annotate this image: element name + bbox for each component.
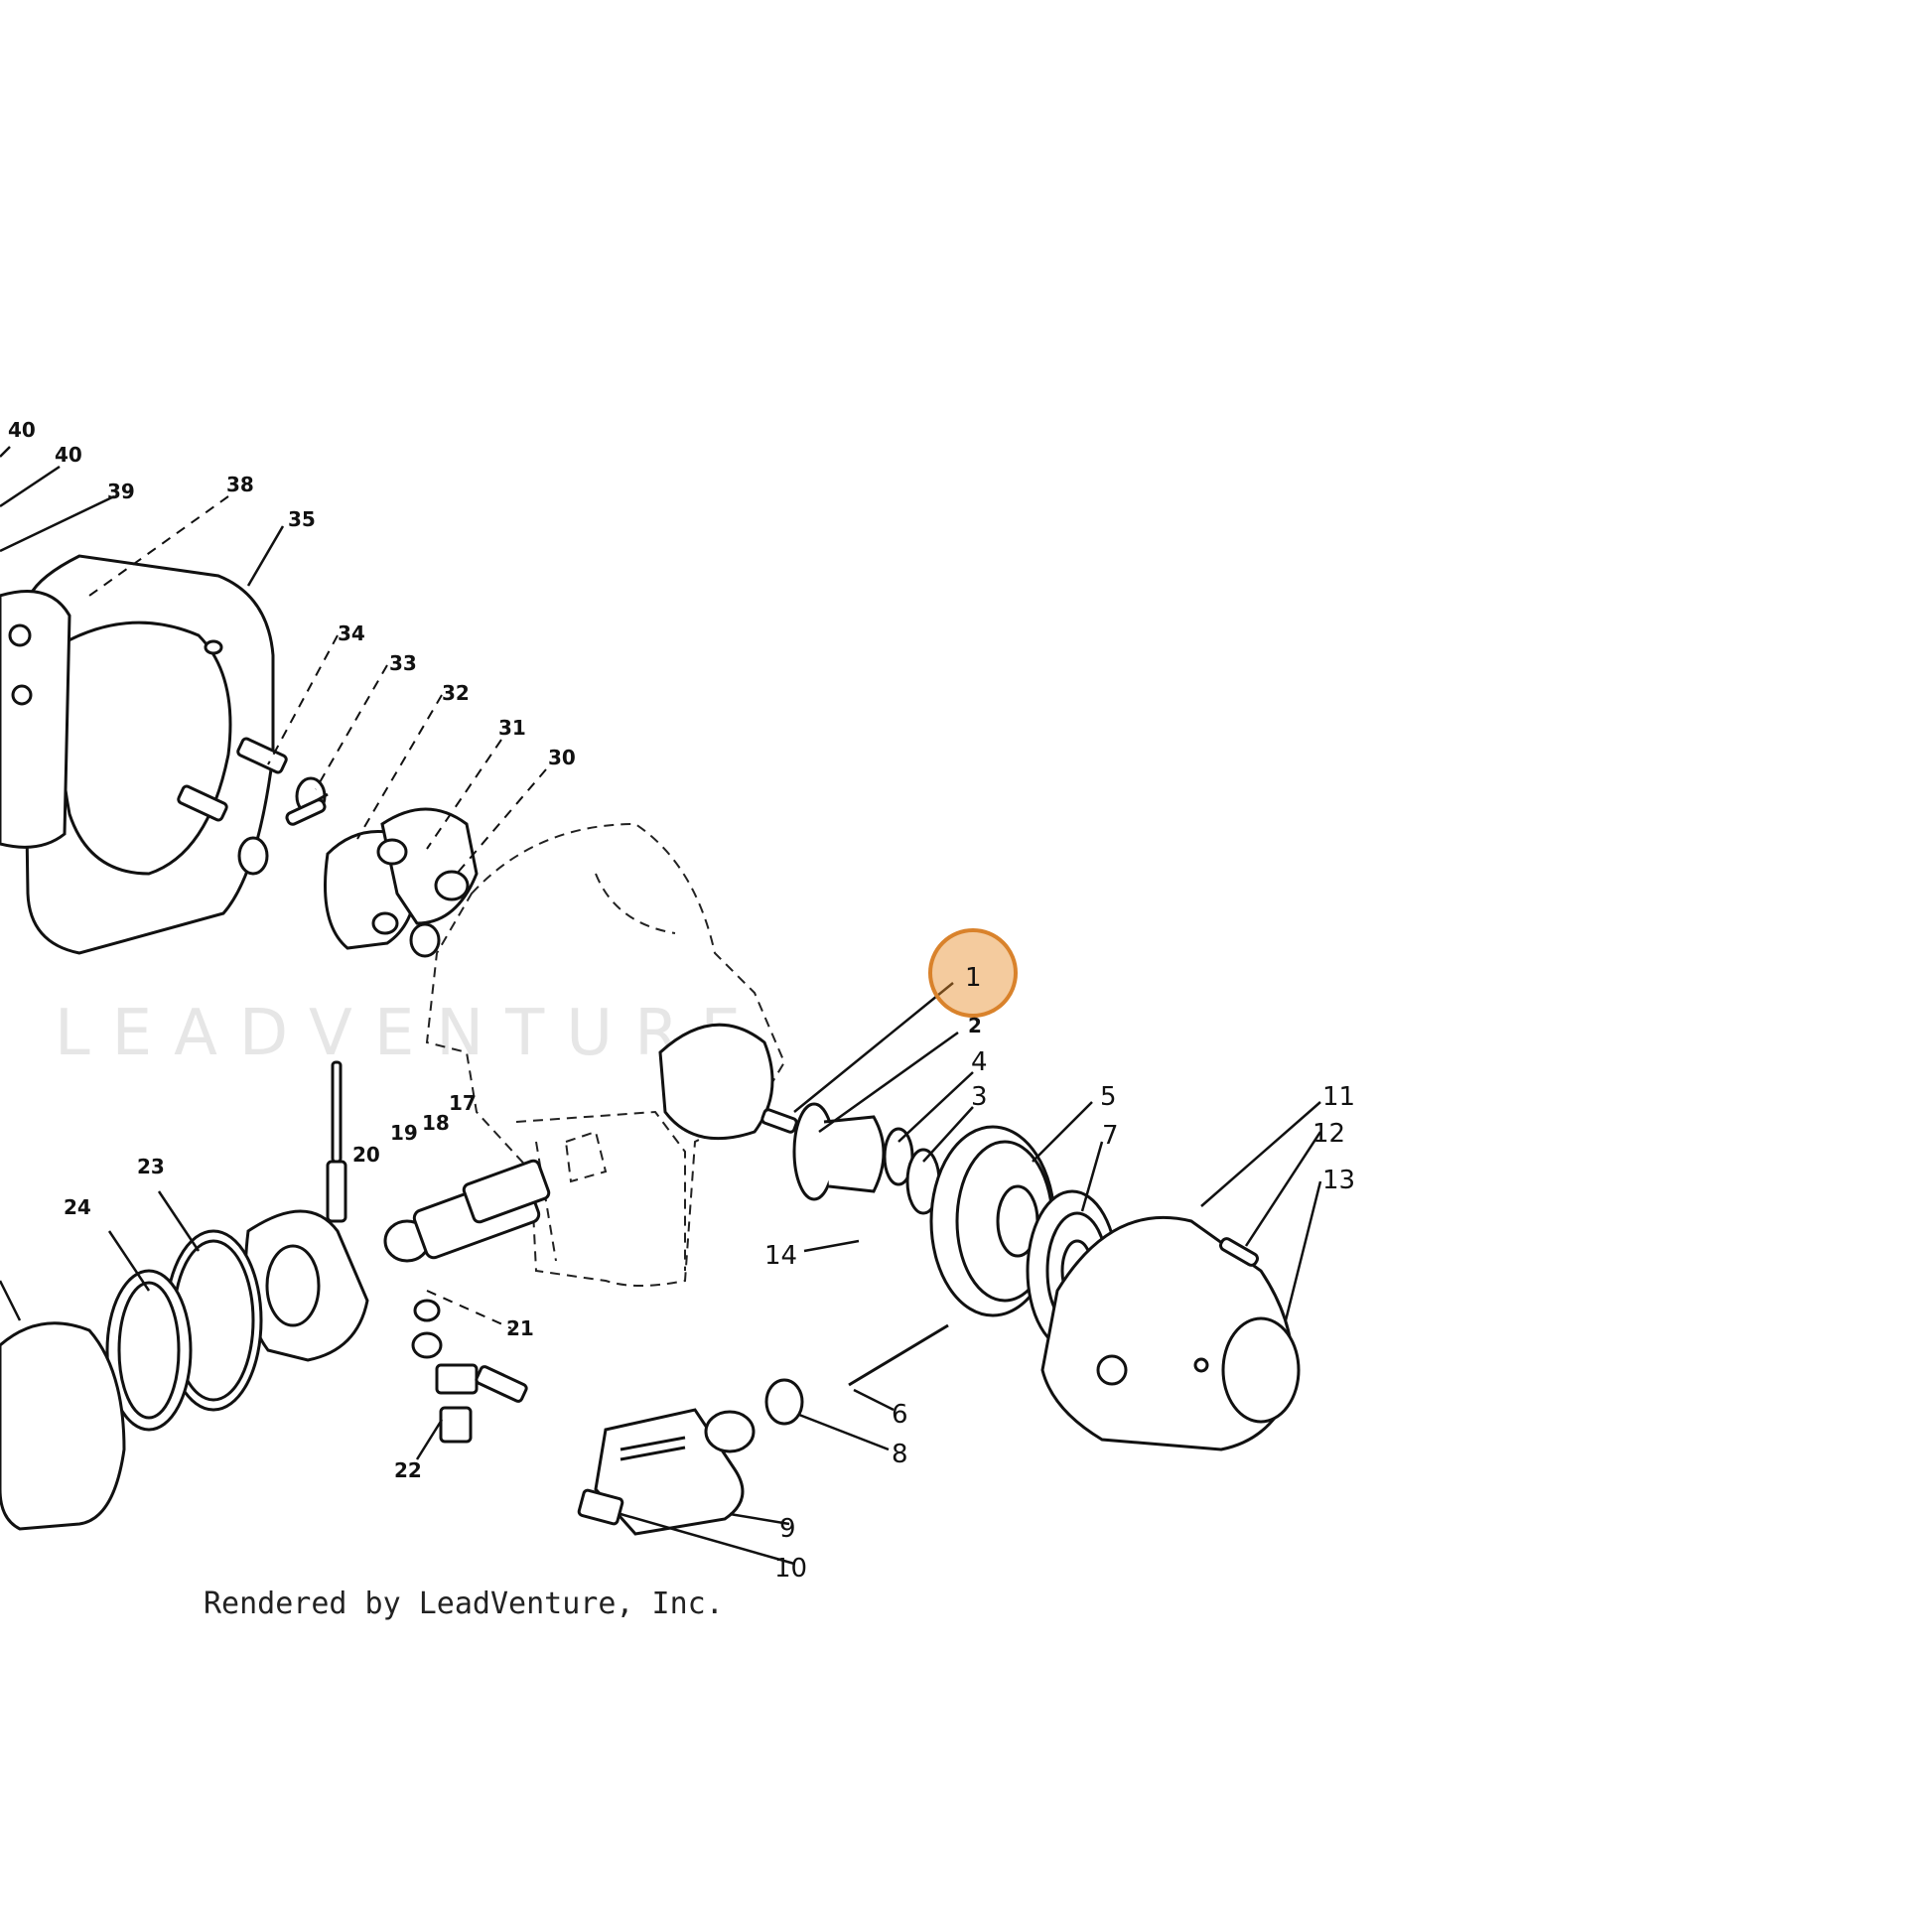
- callout-31[interactable]: 31: [498, 716, 526, 740]
- callout-10[interactable]: 10: [774, 1554, 807, 1584]
- callout-33[interactable]: 33: [389, 651, 417, 675]
- ratchet-4-3: [883, 1127, 941, 1215]
- rope-6: [848, 1323, 949, 1387]
- callout-35[interactable]: 35: [288, 507, 316, 531]
- callout-22[interactable]: 22: [394, 1458, 422, 1482]
- callout-5[interactable]: 5: [1100, 1082, 1117, 1112]
- callout-32[interactable]: 32: [442, 681, 470, 705]
- highlight-circle[interactable]: [928, 928, 1018, 1018]
- callout-9[interactable]: 9: [779, 1514, 796, 1544]
- callout-1[interactable]: 1: [965, 963, 982, 993]
- carburetor: [244, 1060, 369, 1362]
- callout-18[interactable]: 18: [422, 1111, 450, 1135]
- air-filter-element-24: [105, 1269, 193, 1432]
- credit-text: Rendered by LeadVenture, Inc.: [204, 1587, 724, 1621]
- callout-39[interactable]: 39: [107, 480, 135, 503]
- watermark: LEADVENTURE: [55, 997, 762, 1070]
- callout-3[interactable]: 3: [971, 1082, 988, 1112]
- insulator-20-19-18: [383, 1159, 551, 1263]
- bolt-34: [177, 737, 288, 822]
- callout-12[interactable]: 12: [1312, 1119, 1345, 1149]
- callout-30[interactable]: 30: [548, 746, 576, 769]
- starter-handle-9: [594, 1408, 756, 1536]
- callout-13[interactable]: 13: [1322, 1166, 1355, 1195]
- callout-4[interactable]: 4: [971, 1047, 988, 1077]
- callout-21[interactable]: 21: [506, 1316, 534, 1340]
- air-filter-cover: [0, 1321, 126, 1531]
- callouts: 40 40 39 38 35 34 33 32 31 30 1 2 4 3 5 …: [8, 418, 1355, 1584]
- callout-8[interactable]: 8: [892, 1440, 908, 1469]
- callout-19[interactable]: 19: [390, 1121, 418, 1145]
- starter-housing-13: [1040, 1215, 1301, 1451]
- callout-7[interactable]: 7: [1102, 1121, 1119, 1151]
- callout-14[interactable]: 14: [764, 1241, 797, 1271]
- ignition-coil: [285, 792, 479, 958]
- starter-bolt-1: [760, 1108, 798, 1134]
- fan-shroud: [0, 554, 275, 955]
- callout-34[interactable]: 34: [338, 621, 365, 645]
- callout-24[interactable]: 24: [64, 1195, 91, 1219]
- fuel-line-21-22: [411, 1299, 528, 1444]
- callout-2[interactable]: 2: [968, 1014, 982, 1037]
- leader-lines: [0, 446, 1322, 1566]
- rope-guide-8: [764, 1378, 804, 1426]
- handle-insert-10: [577, 1488, 624, 1526]
- callout-11[interactable]: 11: [1322, 1082, 1355, 1112]
- callout-38[interactable]: 38: [226, 473, 254, 496]
- callout-17[interactable]: 17: [449, 1091, 477, 1115]
- engine-block: [425, 822, 786, 1287]
- callout-40a[interactable]: 40: [8, 418, 36, 442]
- callout-40b[interactable]: 40: [55, 443, 82, 467]
- callout-6[interactable]: 6: [892, 1400, 908, 1430]
- callout-20[interactable]: 20: [352, 1143, 380, 1167]
- callout-23[interactable]: 23: [137, 1155, 165, 1178]
